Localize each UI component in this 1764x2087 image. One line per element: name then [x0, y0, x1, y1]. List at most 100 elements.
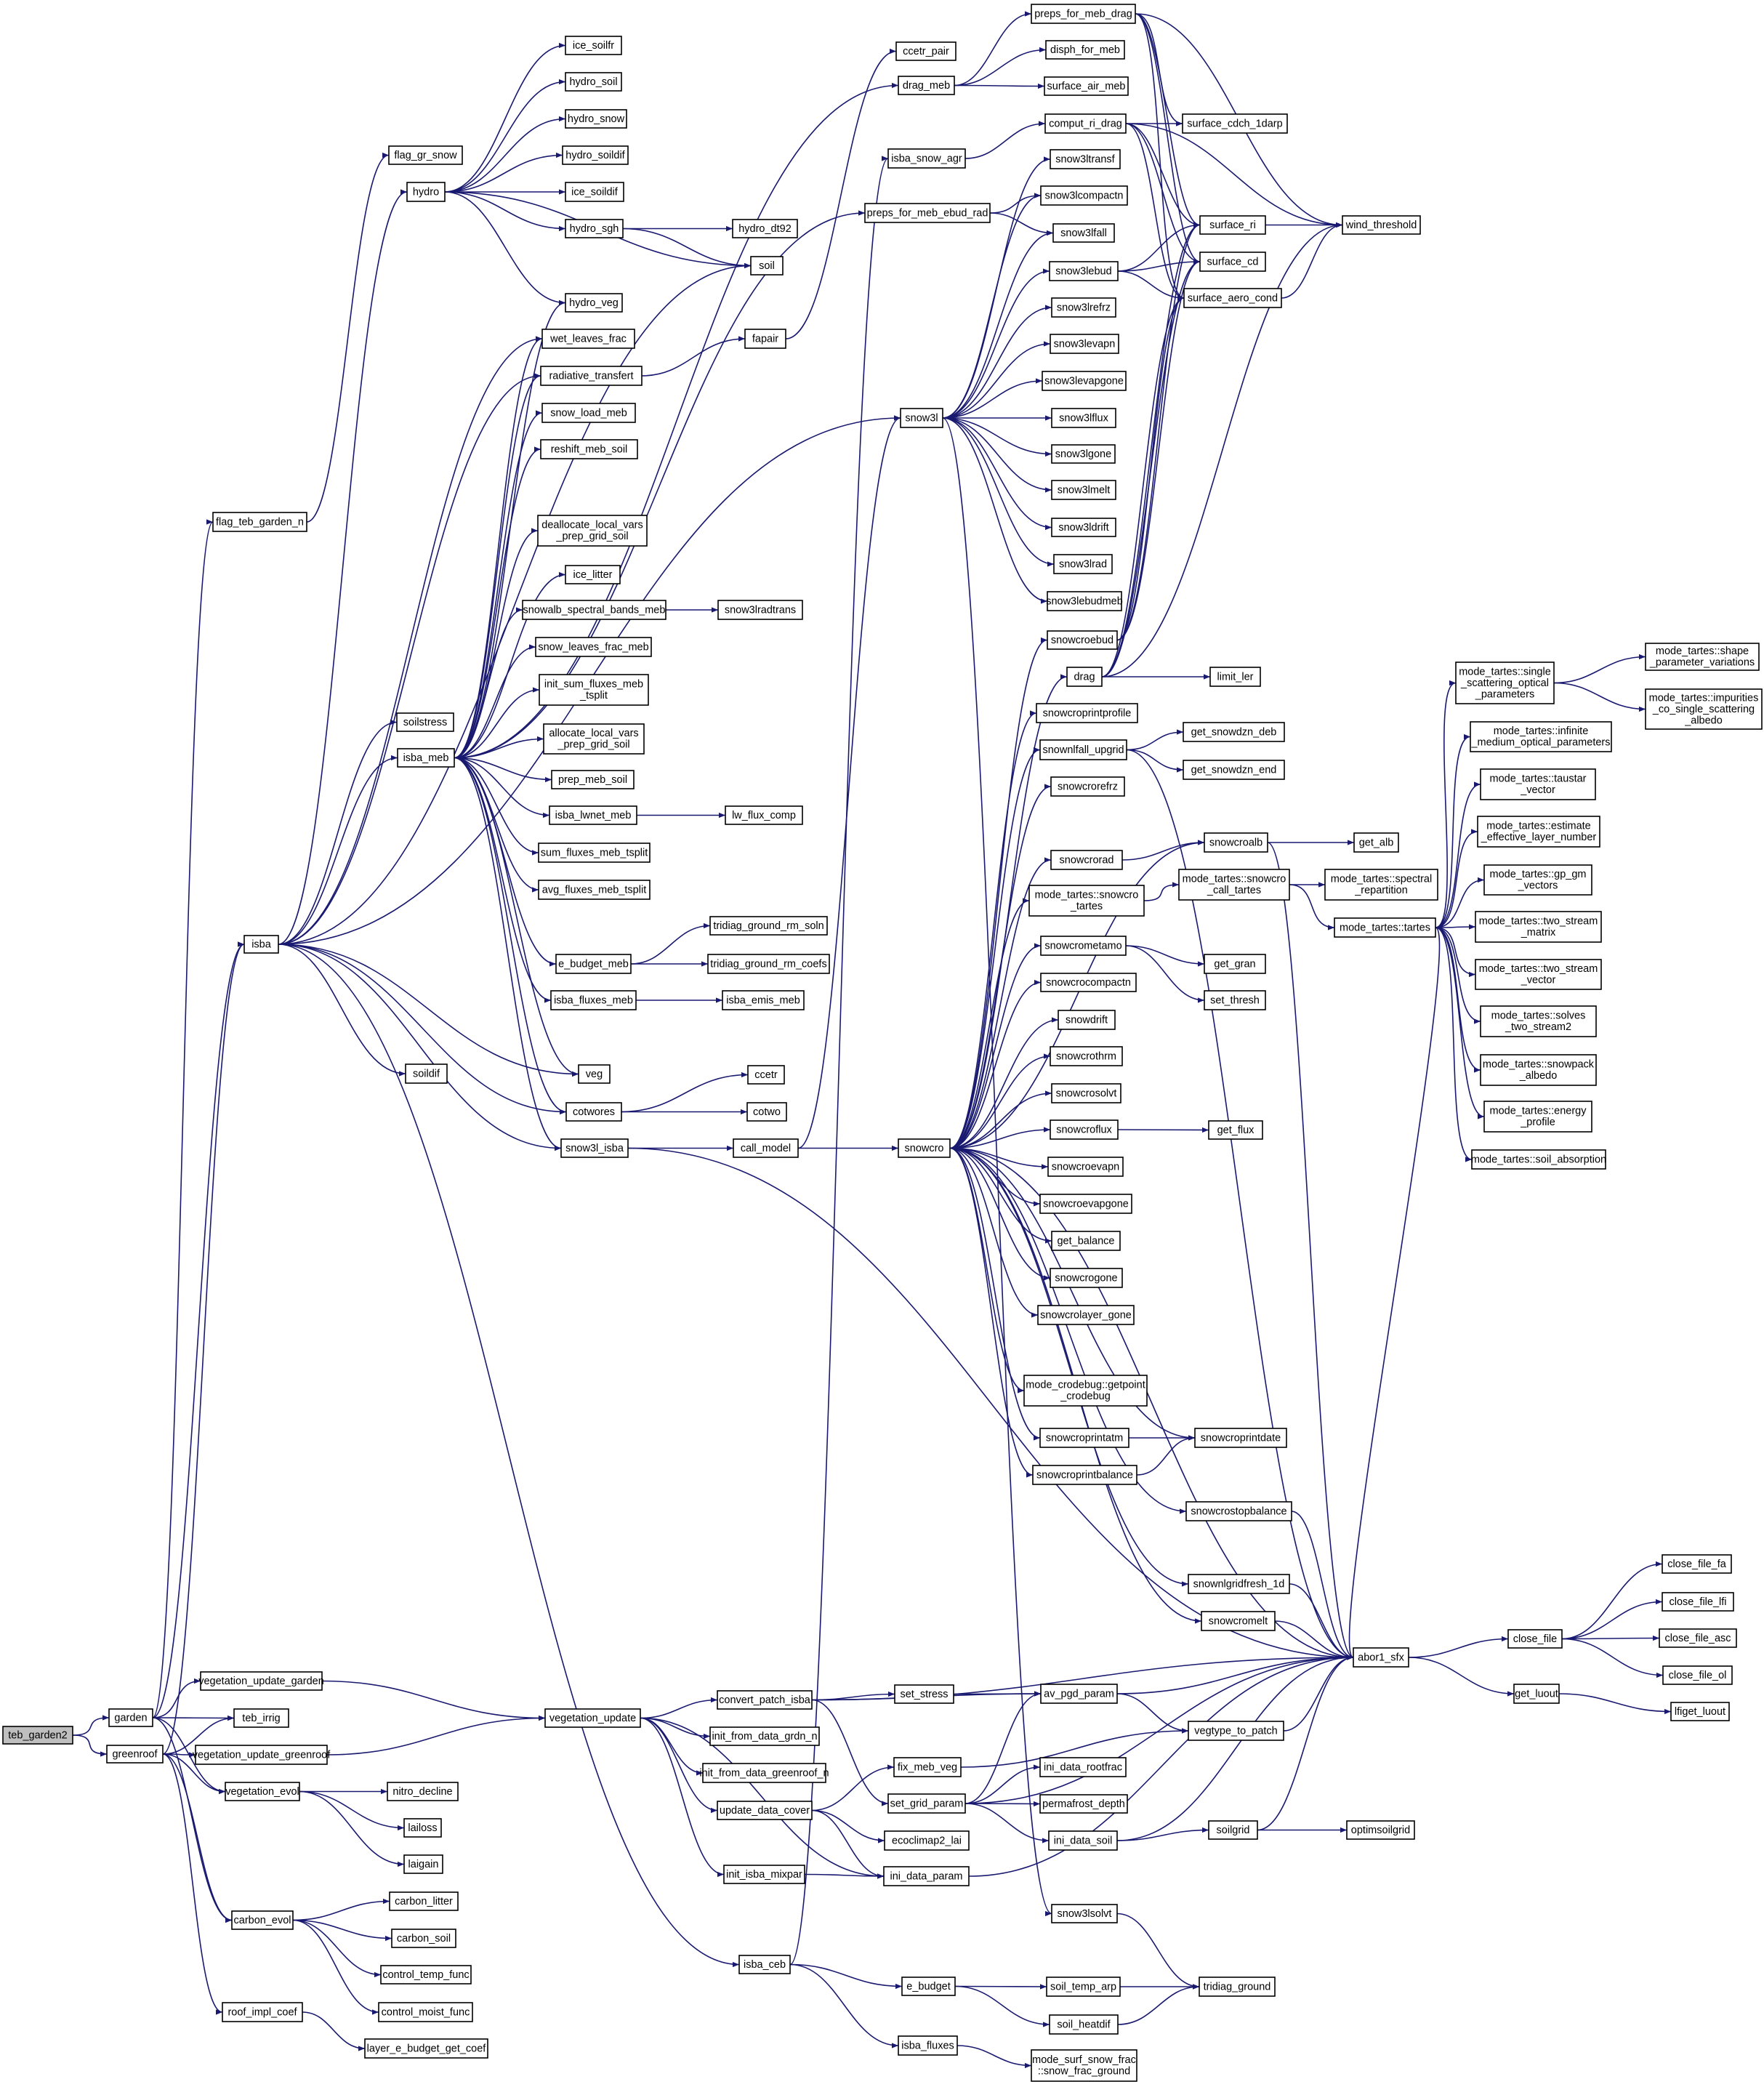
node-call-model[interactable]: call_model [733, 1138, 799, 1158]
node-vegetation-update-greenroof[interactable]: vegetation_update_greenroof [193, 1745, 331, 1765]
node-optimsoilgrid[interactable]: optimsoilgrid [1346, 1820, 1415, 1840]
node-flag-gr-snow[interactable]: flag_gr_snow [388, 145, 463, 165]
node-isba[interactable]: isba [243, 935, 279, 954]
node-soil[interactable]: soil [750, 256, 784, 276]
node-vegetation-evol[interactable]: vegetation_evol [225, 1782, 300, 1801]
node-sum-fluxes-meb-tsplit[interactable]: sum_fluxes_meb_tsplit [538, 843, 651, 863]
node-hydro-snow[interactable]: hydro_snow [565, 109, 627, 129]
node-surface-air-meb[interactable]: surface_air_meb [1044, 76, 1129, 96]
node-surface-aero-cond[interactable]: surface_aero_cond [1183, 288, 1282, 308]
node-mt-two-stream-matrix[interactable]: mode_tartes::two_stream_matrix [1475, 911, 1602, 943]
node-mt-spectral-repartition[interactable]: mode_tartes::spectral_repartition [1324, 869, 1438, 901]
node-mode-surf-snow-frac[interactable]: mode_surf_snow_frac::snow_frac_ground [1031, 2049, 1137, 2082]
node-deallocate-local-vars[interactable]: deallocate_local_vars_prep_grid_soil [537, 515, 648, 547]
node-close-file-asc[interactable]: close_file_asc [1659, 1628, 1737, 1648]
node-surface-cd[interactable]: surface_cd [1199, 252, 1266, 272]
node-ini-data-rootfrac[interactable]: ini_data_rootfrac [1039, 1757, 1127, 1777]
node-snow-leaves-frac-meb[interactable]: snow_leaves_frac_meb [535, 637, 652, 657]
node-snowcrogone[interactable]: snowcrogone [1050, 1268, 1123, 1288]
node-mode-crodebug-getpoint[interactable]: mode_crodebug::getpoint_crodebug [1023, 1375, 1148, 1407]
node-limit-ler[interactable]: limit_ler [1209, 667, 1261, 687]
node-ccetr[interactable]: ccetr [747, 1065, 785, 1085]
node-hydro-sgh[interactable]: hydro_sgh [565, 219, 624, 238]
node-mt-infinite-medium[interactable]: mode_tartes::infinite_medium_optical_par… [1470, 721, 1612, 752]
node-snowcrosolvt[interactable]: snowcrosolvt [1051, 1083, 1121, 1103]
node-prep-meb-soil[interactable]: prep_meb_soil [551, 770, 635, 789]
node-snowdrift[interactable]: snowdrift [1058, 1010, 1116, 1030]
node-set-stress[interactable]: set_stress [894, 1684, 954, 1704]
node-snownlfall-upgrid[interactable]: snownlfall_upgrid [1039, 739, 1127, 760]
node-surface-cdch-1darp[interactable]: surface_cdch_1darp [1182, 113, 1288, 134]
node-close-file[interactable]: close_file [1507, 1629, 1563, 1649]
node-soilstress[interactable]: soilstress [396, 712, 454, 732]
node-mt-energy-profile[interactable]: mode_tartes::energy_profile [1483, 1101, 1592, 1133]
node-get-gran[interactable]: get_gran [1204, 954, 1266, 974]
node-snowcroprintatm[interactable]: snowcroprintatm [1039, 1428, 1129, 1448]
node-snow3lebud[interactable]: snow3lebud [1049, 261, 1119, 281]
node-vegtype-to-patch[interactable]: vegtype_to_patch [1188, 1721, 1284, 1741]
node-set-grid-param[interactable]: set_grid_param [887, 1793, 966, 1814]
node-snow3ldrift[interactable]: snow3ldrift [1051, 518, 1116, 537]
node-snowcroalb[interactable]: snowcroalb [1204, 832, 1268, 853]
node-hydro-soil[interactable]: hydro_soil [565, 72, 622, 92]
node-snowcrorefrz[interactable]: snowcrorefrz [1050, 776, 1125, 797]
node-isba-fluxes[interactable]: isba_fluxes [898, 2035, 958, 2056]
node-snow3lrad[interactable]: snow3lrad [1053, 554, 1113, 574]
node-get-luout[interactable]: get_luout [1513, 1684, 1560, 1704]
node-vegetation-update-garden[interactable]: vegetation_update_garden [198, 1671, 324, 1691]
node-snowcrothrm[interactable]: snowcrothrm [1050, 1046, 1123, 1066]
node-snow3lradtrans[interactable]: snow3lradtrans [717, 600, 803, 620]
node-close-file-ol[interactable]: close_file_ol [1662, 1665, 1733, 1685]
node-isba-meb[interactable]: isba_meb [397, 748, 455, 768]
node-isba-lwnet-meb[interactable]: isba_lwnet_meb [549, 805, 637, 825]
node-mt-taustar-vector[interactable]: mode_tartes::taustar_vector [1480, 768, 1596, 800]
node-lw-flux-comp[interactable]: lw_flux_comp [725, 805, 803, 825]
node-snow3lmelt[interactable]: snow3lmelt [1051, 480, 1116, 500]
node-ice-litter[interactable]: ice_litter [565, 565, 621, 584]
node-snowcrocompactn[interactable]: snowcrocompactn [1040, 973, 1137, 992]
node-av-pgd-param[interactable]: av_pgd_param [1040, 1684, 1118, 1704]
node-hydro-soildif[interactable]: hydro_soildif [562, 145, 629, 165]
node-lfiget-luout[interactable]: lfiget_luout [1670, 1702, 1730, 1721]
node-snowcroprintbalance[interactable]: snowcroprintbalance [1032, 1465, 1137, 1485]
node-snow3levapn[interactable]: snow3levapn [1050, 334, 1119, 354]
node-lailoss[interactable]: lailoss [403, 1818, 442, 1838]
node-snow3lcompactn[interactable]: snow3lcompactn [1040, 185, 1128, 206]
node-mt-shape-parameter[interactable]: mode_tartes::shape_parameter_variations [1645, 643, 1760, 671]
node-snow3lrefrz[interactable]: snow3lrefrz [1051, 297, 1116, 318]
node-get-balance[interactable]: get_balance [1051, 1231, 1121, 1251]
node-carbon-evol[interactable]: carbon_evol [231, 1910, 294, 1930]
node-get-flux[interactable]: get_flux [1208, 1120, 1263, 1140]
node-isba-emis-meb[interactable]: isba_emis_meb [722, 990, 805, 1010]
node-fapair[interactable]: fapair [744, 329, 786, 349]
node-roof-impl-coef[interactable]: roof_impl_coef [222, 2002, 303, 2022]
node-snowcro[interactable]: snowcro [898, 1138, 951, 1158]
node-mt-snowpack-albedo[interactable]: mode_tartes::snowpack_albedo [1480, 1054, 1597, 1086]
node-ccetr-pair[interactable]: ccetr_pair [895, 41, 956, 61]
node-permafrost-depth[interactable]: permafrost_depth [1039, 1794, 1128, 1814]
node-mt-impurities[interactable]: mode_tartes::impurities_co_single_scatte… [1645, 688, 1763, 730]
node-close-file-lfi[interactable]: close_file_lfi [1662, 1592, 1734, 1612]
node-set-thresh[interactable]: set_thresh [1204, 990, 1266, 1010]
node-tridiag-ground-rm-soln[interactable]: tridiag_ground_rm_soln [709, 916, 828, 936]
node-comput-ri-drag[interactable]: comput_ri_drag [1044, 113, 1127, 134]
node-snowcroprintprofile[interactable]: snowcroprintprofile [1036, 703, 1138, 723]
node-mt-snowcro-call-tartes[interactable]: mode_tartes::snowcro_call_tartes [1178, 869, 1290, 901]
node-snownlgridfresh-1d[interactable]: snownlgridfresh_1d [1188, 1574, 1290, 1594]
node-flag-teb-garden-n[interactable]: flag_teb_garden_n [212, 512, 307, 532]
node-control-moist-func[interactable]: control_moist_func [378, 2002, 473, 2022]
node-e-budget-meb[interactable]: e_budget_meb [555, 954, 632, 974]
node-snow3l[interactable]: snow3l [900, 408, 943, 428]
node-control-temp-func[interactable]: control_temp_func [380, 1965, 472, 1985]
node-mt-soil-absorption[interactable]: mode_tartes::soil_absorption [1471, 1149, 1606, 1170]
node-snow3l-isba[interactable]: snow3l_isba [560, 1138, 629, 1158]
node-hydro[interactable]: hydro [406, 182, 446, 202]
node-snowcrolayer-gone[interactable]: snowcrolayer_gone [1037, 1305, 1135, 1325]
node-soil-temp-arp[interactable]: soil_temp_arp [1046, 1977, 1121, 1997]
node-isba-snow-agr[interactable]: isba_snow_agr [887, 148, 966, 169]
node-ice-soildif[interactable]: ice_soildif [565, 182, 624, 202]
node-laigain[interactable]: laigain [403, 1854, 443, 1874]
node-soildif[interactable]: soildif [405, 1063, 448, 1084]
node-snow3lflux[interactable]: snow3lflux [1051, 408, 1116, 428]
node-vegetation-update[interactable]: vegetation_update [544, 1708, 641, 1728]
